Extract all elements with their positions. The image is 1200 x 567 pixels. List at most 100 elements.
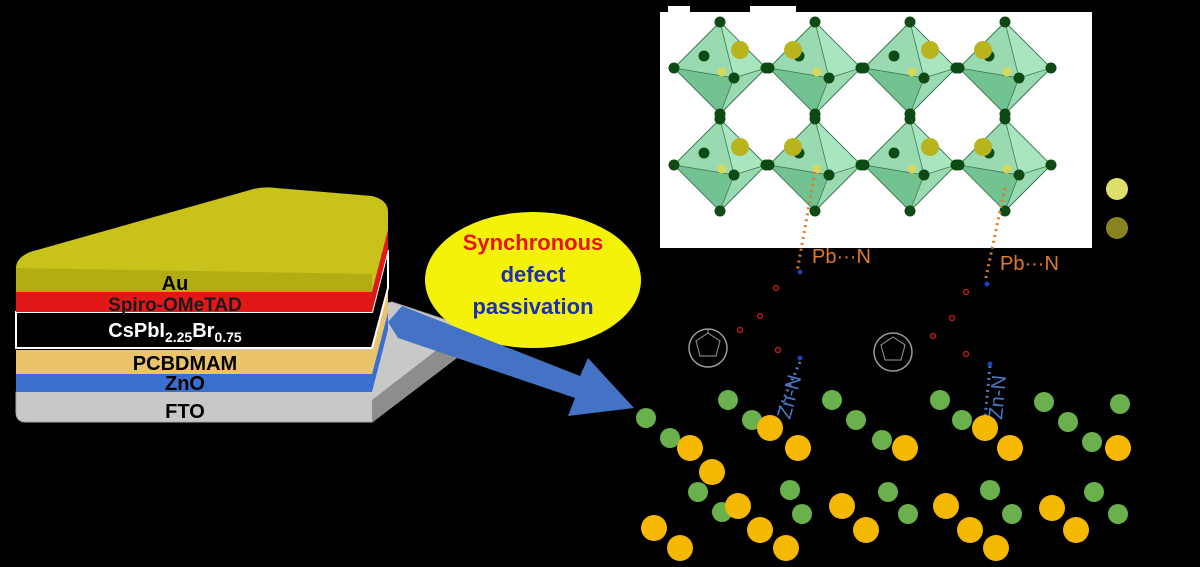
zn-atom [742, 410, 762, 430]
o-atom [773, 535, 799, 561]
zn-atom [1108, 504, 1128, 524]
passivation-bubble [425, 212, 641, 348]
pb-n-label-right: Pb···N [1000, 253, 1059, 275]
halide-atom [823, 72, 835, 84]
halide-atom [668, 62, 680, 74]
halide-atom [858, 62, 870, 74]
halide-atom [1045, 62, 1057, 74]
halide-atom [999, 205, 1011, 217]
zn-atom [898, 504, 918, 524]
halide-atom [1013, 169, 1025, 181]
arrow [388, 306, 634, 416]
o-atom [957, 517, 983, 543]
o-atom [997, 435, 1023, 461]
legend-dark-sphere [1106, 217, 1128, 239]
o-atom [667, 535, 693, 561]
halide-atom [888, 50, 900, 62]
perovskite-label-mid: Br [192, 320, 214, 342]
o-atom [892, 435, 918, 461]
o-atom [757, 415, 783, 441]
halide-atom [809, 16, 821, 28]
center-atom [907, 164, 917, 174]
zn-atom [718, 390, 738, 410]
pcbdmam-layer [16, 288, 388, 374]
perovskite-sub1: 2.25 [165, 329, 192, 345]
o-atom [1039, 495, 1065, 521]
spiro-label: Spiro-OMeTAD [108, 295, 242, 316]
zn-atom [1084, 482, 1104, 502]
perovskite-label-main: CsPbI [108, 320, 165, 342]
o-atom [853, 517, 879, 543]
bubble-line2: defect [501, 262, 566, 287]
bubble-line3: passivation [472, 294, 593, 319]
o-atom [641, 515, 667, 541]
cation-atom [731, 41, 749, 59]
zn-atom [792, 504, 812, 524]
cation-atom [974, 138, 992, 156]
halide-atom [904, 16, 916, 28]
au-layer [16, 187, 388, 292]
halide-atom [763, 159, 775, 171]
halide-atom [823, 169, 835, 181]
perovskite-sub2: 0.75 [214, 329, 241, 345]
halide-atom [999, 113, 1011, 125]
zn-atom [636, 408, 656, 428]
halide-atom [698, 50, 710, 62]
halide-atom [858, 159, 870, 171]
halide-atom [809, 113, 821, 125]
center-atom [1002, 67, 1012, 77]
pcbdmam-label: PCBDMAM [133, 353, 237, 375]
halide-atom [999, 16, 1011, 28]
zn-atom [688, 482, 708, 502]
cation-atom [974, 41, 992, 59]
halide-atom [714, 113, 726, 125]
device-stack [15, 187, 461, 423]
zn-atom [1110, 394, 1130, 414]
halide-atom [763, 62, 775, 74]
center-atom [717, 164, 727, 174]
halide-atom [809, 205, 821, 217]
zn-atom [660, 428, 680, 448]
halide-atom [1045, 159, 1057, 171]
au-label: Au [162, 273, 189, 295]
center-atom [717, 67, 727, 77]
pb-n-label-left: Pb···N [812, 246, 871, 268]
zn-atom [872, 430, 892, 450]
zn-atom [846, 410, 866, 430]
halide-atom [918, 169, 930, 181]
halide-atom [668, 159, 680, 171]
bond-lines [776, 171, 1007, 419]
pcbdmam-molecule-left [688, 328, 728, 368]
zn-atom [878, 482, 898, 502]
zn-atom [780, 480, 800, 500]
halide-atom [728, 72, 740, 84]
halide-atom [904, 113, 916, 125]
zn-atom [1058, 412, 1078, 432]
perovskite-crystal-panel [660, 6, 1092, 248]
ester-oxygens [736, 269, 993, 367]
halide-atom [1013, 72, 1025, 84]
halide-atom [953, 159, 965, 171]
halide-atom [698, 147, 710, 159]
perovskite-label: CsPbI2.25Br0.75 [108, 320, 242, 345]
o-atom [829, 493, 855, 519]
center-atom [812, 164, 822, 174]
o-atom [1063, 517, 1089, 543]
halide-atom [904, 205, 916, 217]
o-atom [983, 535, 1009, 561]
spiro-layer [16, 230, 388, 312]
zno-label: ZnO [165, 373, 205, 395]
cation-atom [784, 138, 802, 156]
halide-atom [728, 169, 740, 181]
halide-atom [714, 16, 726, 28]
halide-atom [918, 72, 930, 84]
zn-atom [930, 390, 950, 410]
center-atom [1002, 164, 1012, 174]
halide-atom [888, 147, 900, 159]
zno-lattice [636, 390, 1131, 561]
fto-label: FTO [165, 401, 205, 423]
zn-n-label-right: Zn-N [985, 374, 1011, 420]
halide-atom [953, 62, 965, 74]
halide-atom [714, 205, 726, 217]
